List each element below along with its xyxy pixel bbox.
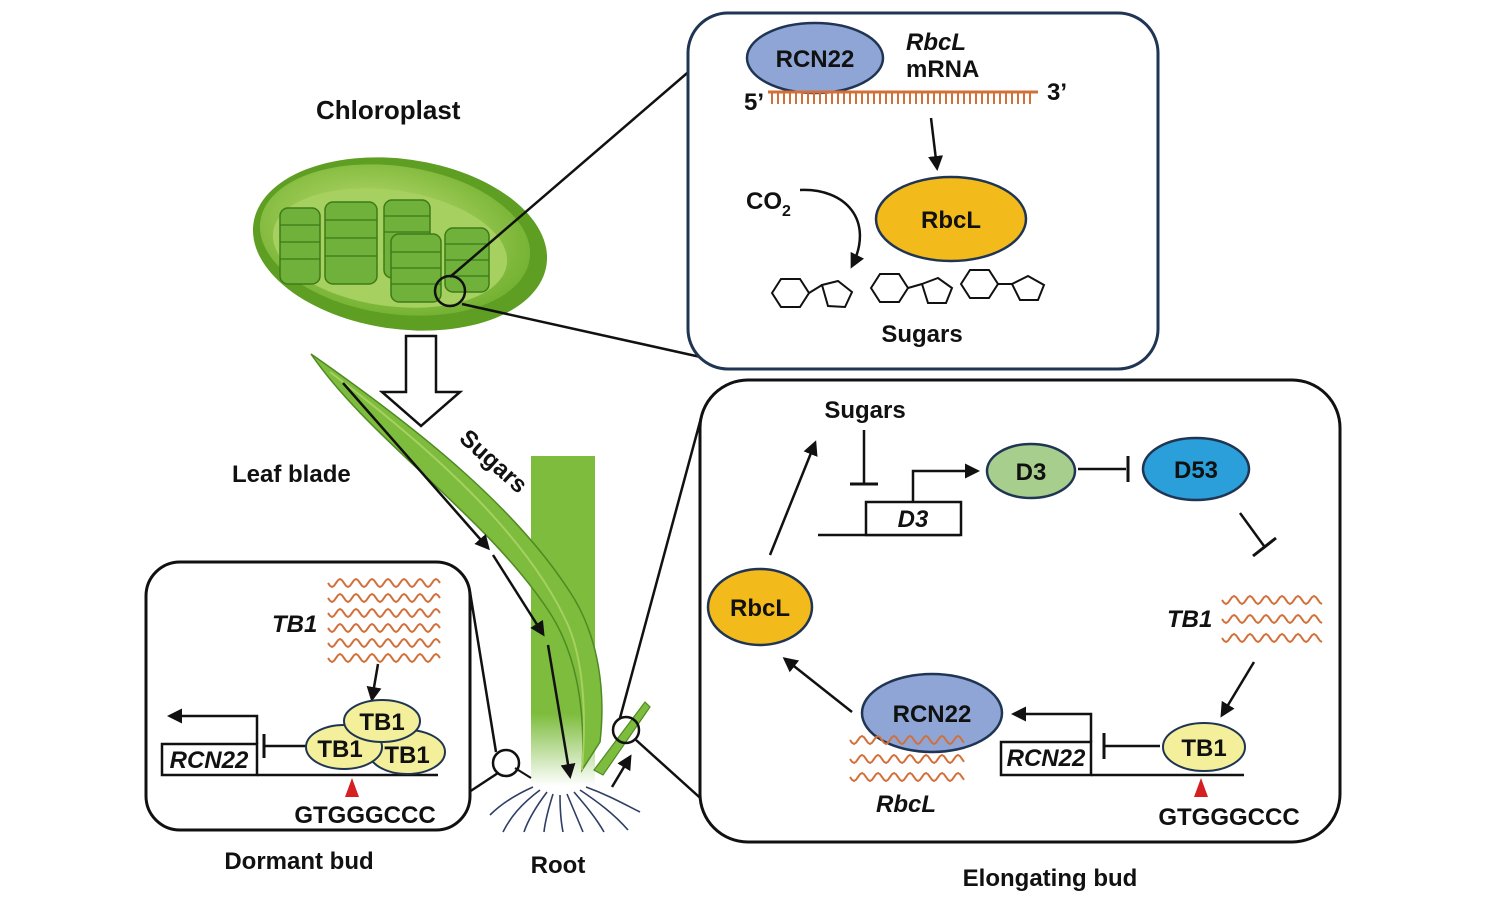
zoom-line [468, 591, 498, 753]
sugars-label-elongating: Sugars [824, 397, 905, 424]
rcn22-protein-elongating [860, 672, 1004, 754]
d53-protein [1141, 436, 1251, 502]
mrna-wave [327, 622, 441, 634]
d53-label: D53 [1174, 457, 1218, 484]
rcn22-gene-label-elongating: RCN22 [1007, 745, 1086, 772]
five-prime-label: 5’ [744, 89, 764, 116]
rcn22-label: RCN22 [776, 46, 855, 73]
three-prime-label: 3’ [1047, 79, 1067, 106]
d3-protein-label: D3 [1016, 459, 1047, 486]
tb1-label-b: TB1 [317, 736, 362, 763]
zoom-line [461, 302, 715, 362]
mrna-label: mRNA [906, 56, 979, 83]
zoom-circle-dormant [491, 748, 521, 778]
mrna-wave [1221, 632, 1323, 644]
rbcl-mrna-label: RbcL [876, 791, 936, 818]
tb1-protein-label-elongating: TB1 [1181, 735, 1226, 762]
sugar-flow-arrows [342, 382, 632, 788]
mrna-wave [327, 652, 441, 664]
transcription-arrow-rcn22 [1011, 706, 1093, 742]
tb1-gene-label-dormant: TB1 [272, 611, 317, 638]
mrna-wave [1221, 594, 1323, 606]
sugar-molecules [770, 269, 1046, 309]
rcn22-gene-label-dormant: RCN22 [170, 747, 249, 774]
sugars-label-top: Sugars [881, 321, 962, 348]
dormant-bud-panel [144, 560, 472, 832]
mrna-wave [327, 637, 441, 649]
rcn22-protein-label-elongating: RCN22 [893, 701, 972, 728]
chloroplast-illustration [252, 157, 548, 331]
mrna-strand [768, 90, 1038, 104]
root-label: Root [531, 852, 586, 879]
zoom-line [449, 61, 701, 278]
rbcl-gene-label: RbcL [906, 29, 966, 56]
tb1-label-c: TB1 [384, 742, 429, 769]
leaf-blade-label: Leaf blade [232, 461, 351, 488]
zoom-circle-elongating [611, 715, 641, 745]
transcription-arrow-d3 [911, 463, 980, 502]
motif-marker-dormant [345, 778, 359, 797]
co2-label: CO2 [746, 188, 791, 220]
mrna-wave [849, 771, 965, 783]
motif-marker-elongating [1194, 778, 1208, 797]
d53-inhibits-tb1 [1238, 512, 1266, 547]
tb1-protein-elongating [1162, 722, 1246, 772]
bud-stalk [514, 767, 532, 779]
mrna-wave [327, 592, 441, 604]
mrna-wave [849, 753, 965, 765]
tb1-mrna-elongating [1221, 594, 1323, 644]
motif-label-elongating: GTGGGCCC [1158, 804, 1299, 831]
arrow-translation [928, 117, 944, 171]
elongating-bud-label: Elongating bud [963, 865, 1138, 892]
tb1-mrna-dormant [327, 577, 441, 664]
arrow-co2-fixation [799, 188, 865, 269]
tb1-label-a: TB1 [359, 709, 404, 736]
rbcl-protein-elongating [706, 567, 814, 647]
tb1-gene-label-elongating: TB1 [1167, 606, 1212, 633]
leaf-blade [310, 353, 603, 773]
mrna-wave [327, 607, 441, 619]
rbcl-protein-label: RbcL [921, 207, 981, 234]
rbcl-protein-label-elongating: RbcL [730, 595, 790, 622]
rbcl-protein [874, 175, 1028, 263]
chloroplast-label: Chloroplast [316, 95, 461, 125]
d3-gene-label: D3 [898, 506, 929, 533]
motif-label-dormant: GTGGGCCC [294, 802, 435, 829]
arrow-rcn22-to-rbcl [782, 657, 853, 713]
mrna-wave [849, 734, 965, 746]
leaf-vein [329, 371, 585, 771]
mrna-wave [327, 577, 441, 589]
rcn22-gene-box-dormant [160, 742, 259, 777]
arrow-rbcl-to-sugars [768, 440, 818, 556]
dormant-bud-label: Dormant bud [224, 848, 373, 875]
tb1-protein-dormant [343, 699, 421, 743]
rbcl-mrna-elongating [849, 734, 965, 783]
d53-inhibits-tb1-bar [1252, 536, 1277, 558]
d3-protein [985, 442, 1077, 500]
arrow-tb1-translation-elongating [1220, 661, 1256, 718]
roots [489, 786, 641, 833]
zoom-line [618, 417, 703, 719]
hollow-down-arrow [378, 334, 464, 428]
mrna-wave [1221, 613, 1323, 625]
transcription-arrow-dormant [167, 708, 259, 744]
arrow-tb1-translation [366, 663, 382, 702]
rcn22-gene-box-elongating [999, 740, 1093, 777]
